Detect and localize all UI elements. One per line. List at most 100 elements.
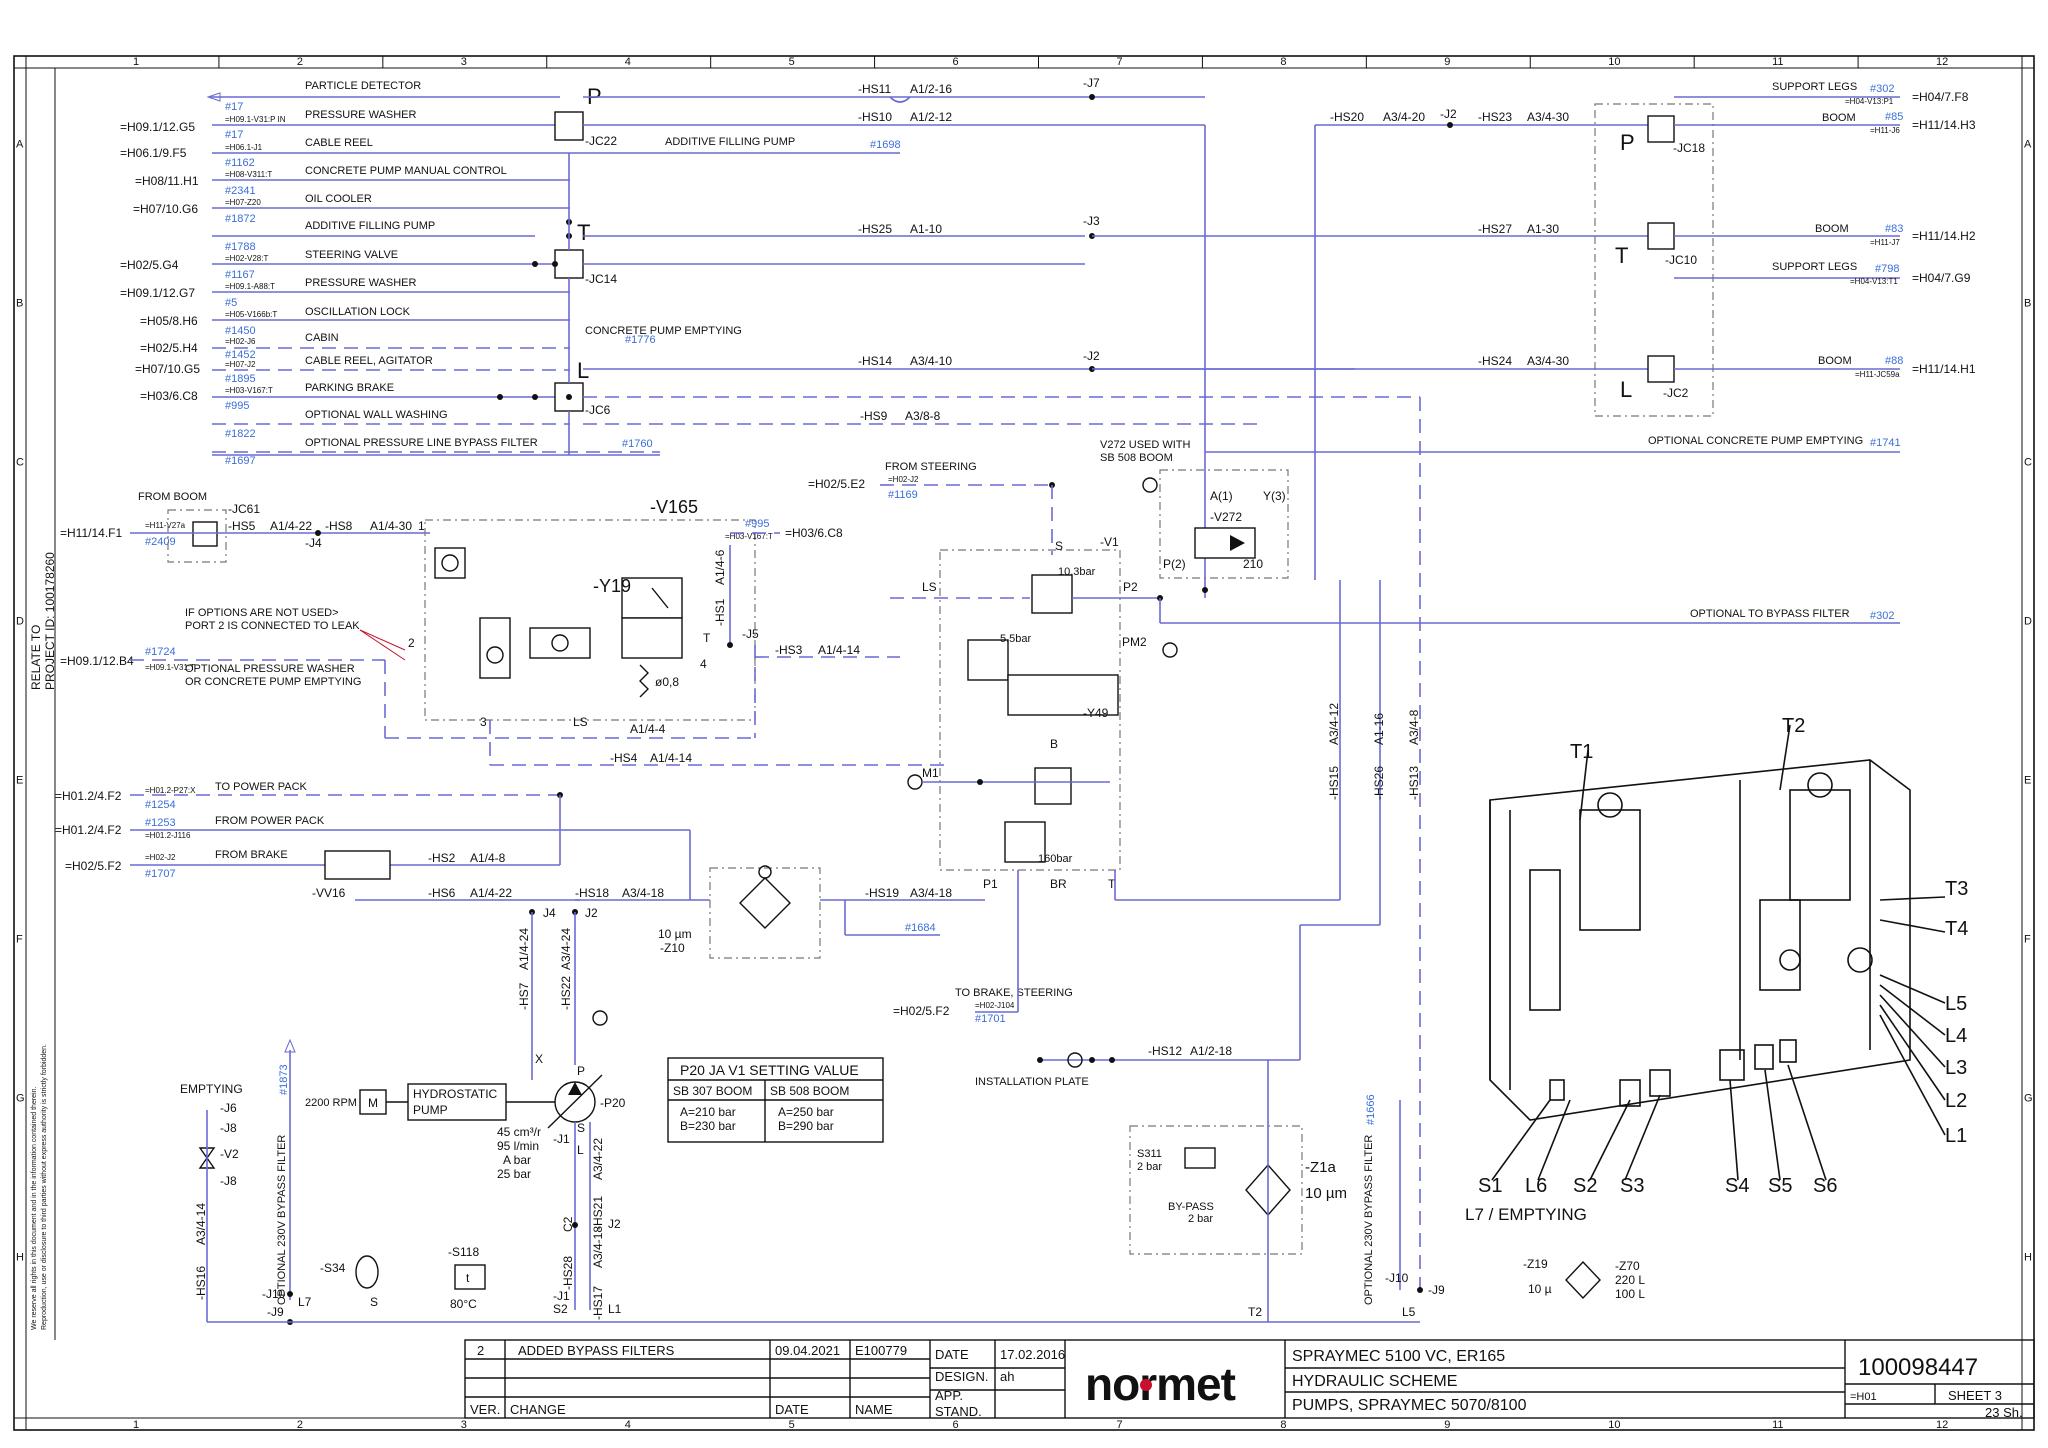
logo-accent	[1140, 1379, 1152, 1391]
left-ref-4-label: OIL COOLER	[305, 193, 372, 205]
grid-row-D-left: D	[16, 616, 24, 628]
hs21-size: A3/4-22	[591, 1138, 605, 1180]
left-ref-9-code: =H02-J6	[225, 337, 256, 346]
left-ref-10-label: CABLE REEL, AGITATOR	[305, 355, 433, 367]
right-ref-1-label: SUPPORT LEGS	[1772, 81, 1857, 93]
tank-l6: L6	[1525, 1175, 1547, 1197]
left-ref-4-sheet: =H07/10.G6	[133, 202, 198, 216]
left-ref-8-ref: #5	[225, 297, 237, 309]
v272-a1-label: A(1)	[1210, 489, 1233, 503]
v272-note-2: SB 508 BOOM	[1100, 452, 1173, 464]
hs20-label: -HS20	[1330, 110, 1364, 124]
ref-1873: #1873	[278, 1064, 290, 1095]
date-value: 17.02.2016	[1000, 1347, 1065, 1362]
h09-code: =H09.1-V31:T	[145, 663, 195, 672]
right-ref-3-ref: #83	[1885, 223, 1903, 235]
pump-s-label: S	[577, 1121, 585, 1135]
grid-col-3-top: 3	[461, 56, 467, 68]
hs7-size: A1/4-24	[517, 928, 531, 970]
j3-label: -J3	[1083, 214, 1100, 228]
left-ref-5-label: ADDITIVE FILLING PUMP	[305, 220, 435, 232]
left-ref-2-label: CABLE REEL	[305, 137, 373, 149]
optional-230v-filter-right: OPTIONAL 230V BYPASS FILTER	[1363, 1135, 1375, 1305]
emptying-j6: -J6	[220, 1101, 237, 1115]
right-ref-4-code: =H04-V13:T1	[1850, 277, 1898, 286]
ref-1169: #1169	[888, 489, 918, 501]
optional-washer-1: OPTIONAL PRESSURE WASHER	[185, 663, 355, 675]
sheet-count: 23 Sh.	[1985, 1405, 2023, 1420]
hs8-label: -HS8	[325, 519, 353, 533]
hs16-size: A3/4-14	[194, 1203, 208, 1245]
j2a-label: -J2	[1083, 349, 1100, 363]
v272-y3-label: Y(3)	[1263, 489, 1286, 503]
grid-row-B-left: B	[16, 298, 23, 310]
manifold-t2-code: -JC10	[1665, 253, 1697, 267]
grid-row-D-right: D	[2024, 616, 2032, 628]
right-manifold-group: P -JC18 T -JC10 L -JC2	[1594, 96, 1900, 417]
rev-name: E100779	[855, 1343, 907, 1358]
hs26-label: -HS26	[1372, 766, 1386, 800]
grid-row-H-left: H	[16, 1252, 24, 1264]
ref-1684: #1684	[905, 922, 936, 934]
tank-s3: S3	[1620, 1175, 1644, 1197]
s34-s-label: S	[370, 1295, 378, 1309]
h01-f2a-sheet: =H01.2/4.F2	[55, 789, 122, 803]
drawing-frame	[13, 55, 2035, 1431]
v1-valve-block: FROM STEERING =H02/5.E2 =H02-J2 #1169 -V…	[808, 439, 1341, 901]
right-ref-5-code: =H11-JC59a	[1855, 370, 1900, 379]
ref-1253: #1253	[145, 817, 176, 829]
left-ref-4-code: =H07-Z20	[225, 198, 261, 207]
normet-logo: normet	[1085, 1358, 1236, 1410]
s311-bar: 2 bar	[1137, 1161, 1162, 1173]
from-steering-label: FROM STEERING	[885, 461, 977, 473]
tank-labels: T1 T2 T3 T4 L5 L4 L3 L2 L1 S1 L6 S2 S3 S…	[1465, 715, 1968, 1224]
grid-col-6-top: 6	[953, 56, 959, 68]
manifold-p2-letter: P	[1620, 130, 1635, 155]
vv16-label: -VV16	[312, 886, 346, 900]
hs12-size: A1/2-18	[1190, 1044, 1232, 1058]
right-ref-3-label: BOOM	[1815, 223, 1849, 235]
grid-col-12-bottom: 12	[1936, 1419, 1948, 1431]
grid-col-11-top: 11	[1772, 56, 1783, 68]
hs1-size: A1/4-6	[713, 549, 727, 585]
h02-f2b-sheet: =H02/5.F2	[893, 1004, 950, 1018]
grid-row-E-right: E	[2024, 775, 2031, 787]
hs4-size: A1/4-14	[650, 751, 692, 765]
hs2-label: -HS2	[428, 851, 456, 865]
left-ref-7-ref: #1167	[225, 269, 255, 281]
left-ref-2-ref: #17	[225, 129, 243, 141]
z1a-label: -Z1a	[1305, 1159, 1337, 1176]
design-value: ah	[1000, 1369, 1014, 1384]
hs9-label: -HS9	[860, 409, 888, 423]
manifold-l-letter: L	[577, 358, 589, 383]
installation-plate-label: INSTALLATION PLATE	[975, 1076, 1089, 1088]
tank-l3: L3	[1945, 1057, 1967, 1079]
settings-col-1: SB 307 BOOM	[673, 1084, 752, 1098]
pump-j1b-label: -J1	[553, 1289, 570, 1303]
hs18-label: -HS18	[575, 886, 609, 900]
settings-table: P20 JA V1 SETTING VALUE SB 307 BOOM SB 5…	[667, 1057, 884, 1143]
pump-b-bar: 25 bar	[497, 1167, 531, 1181]
right-ref-4-label: SUPPORT LEGS	[1772, 261, 1857, 273]
l7-left-label: L7	[298, 1295, 312, 1309]
hs15-size: A3/4-12	[1327, 703, 1341, 745]
manifold-t2-letter: T	[1615, 243, 1628, 268]
grid-row-C-left: C	[16, 457, 24, 469]
bar-5-5-label: 5.5bar	[1000, 633, 1032, 645]
hs19-size: A3/4-18	[910, 886, 952, 900]
h09-b4-sheet: =H09.1/12.B4	[60, 654, 134, 668]
bypass-bar: 2 bar	[1188, 1213, 1213, 1225]
v1-br-label: BR	[1050, 877, 1067, 891]
title-line-3: PUMPS, SPRAYMEC 5070/8100	[1292, 1397, 1527, 1414]
relate-to-label: RELATE TO	[29, 625, 43, 690]
pump-p-label: P	[577, 1064, 585, 1078]
p20-label: -P20	[600, 1096, 626, 1110]
hs25-label: -HS25	[858, 222, 892, 236]
hs13-size: A3/4-8	[1407, 709, 1421, 745]
manifold-t-code: -JC14	[585, 272, 617, 286]
manifold-p-code: -JC22	[585, 134, 617, 148]
port-1-label: 1	[418, 519, 425, 533]
grid-col-7-top: 7	[1116, 56, 1122, 68]
left-ref-9-label: CABIN	[305, 332, 339, 344]
j9-right-label: -J9	[1428, 1283, 1445, 1297]
